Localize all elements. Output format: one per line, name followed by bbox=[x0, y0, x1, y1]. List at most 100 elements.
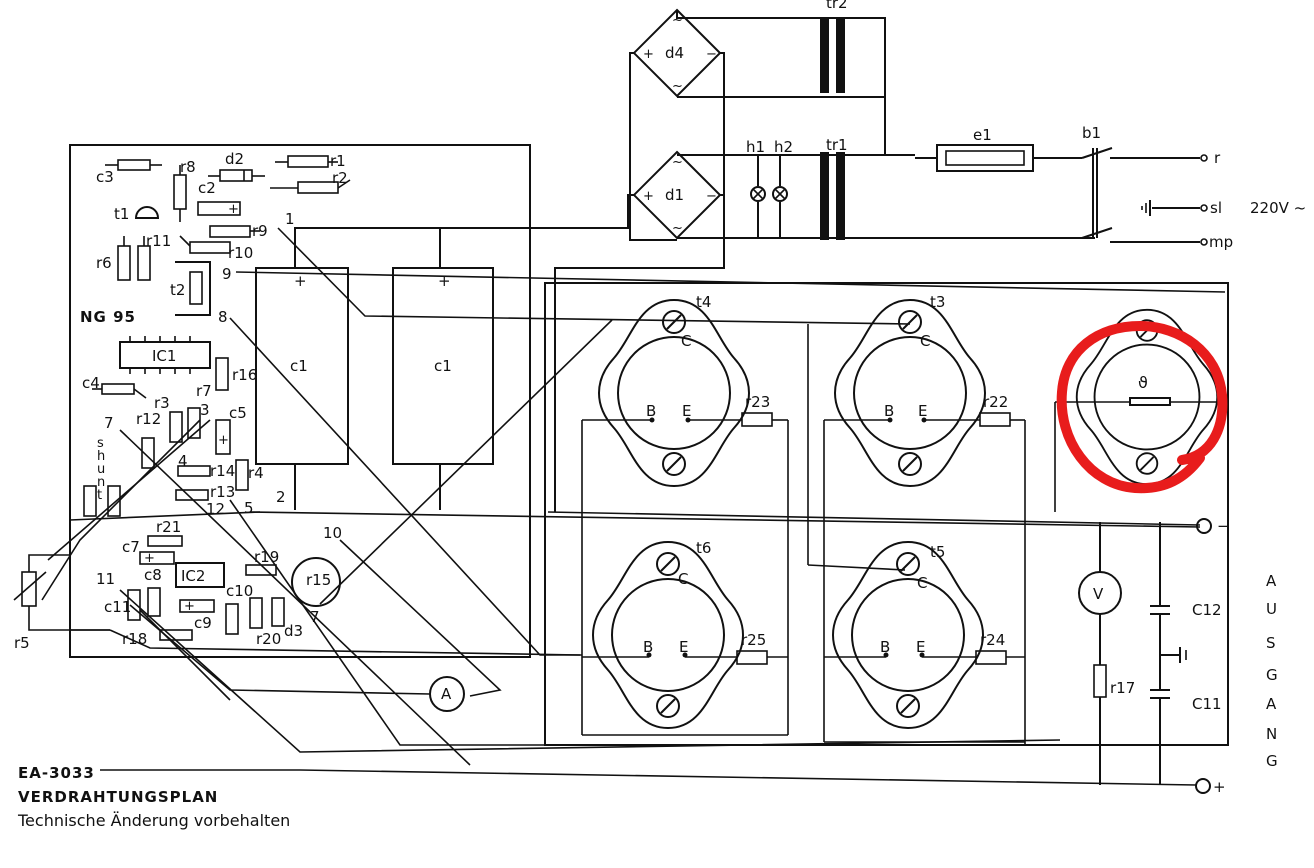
resistor-r24: r24 bbox=[922, 631, 1025, 665]
resistor-r3: r3 bbox=[154, 394, 183, 443]
ammeter: A bbox=[429, 676, 465, 712]
svg-text:C11: C11 bbox=[1192, 695, 1222, 713]
resistor-r25: r25 bbox=[685, 631, 788, 665]
svg-text:r: r bbox=[1214, 149, 1221, 167]
svg-text:t: t bbox=[97, 488, 102, 503]
svg-text:~: ~ bbox=[672, 79, 683, 94]
svg-text:r10: r10 bbox=[228, 244, 253, 262]
change-note: Technische Änderung vorbehalten bbox=[17, 811, 290, 830]
resistor-r16: r16 bbox=[215, 357, 257, 391]
bridge-rectifier-d4: d4 + − ~ ~ bbox=[632, 8, 722, 98]
svg-text:3: 3 bbox=[200, 401, 210, 419]
power-transistor-t5: t5 C B E bbox=[832, 541, 984, 729]
resistor-r2: r2 bbox=[270, 169, 351, 194]
capacitor-c1-left: + c1 bbox=[255, 267, 349, 465]
resistor-r11: r11 bbox=[137, 232, 171, 281]
svg-text:+: + bbox=[144, 551, 155, 566]
svg-text:5: 5 bbox=[244, 499, 254, 517]
resistor-r1: r1 bbox=[275, 152, 346, 170]
capacitor-c11-board: c11 bbox=[104, 589, 141, 621]
svg-text:−: − bbox=[706, 47, 717, 62]
resistor-r6: r6 bbox=[96, 236, 131, 281]
svg-text:s: s bbox=[97, 436, 104, 451]
board-label: NG 95 bbox=[80, 308, 136, 326]
svg-text:sl: sl bbox=[1210, 199, 1222, 217]
svg-text:r12: r12 bbox=[136, 410, 161, 428]
svg-text:−: − bbox=[1217, 517, 1230, 535]
svg-text:ϑ: ϑ bbox=[1138, 373, 1148, 392]
fuse-e1: e1 bbox=[915, 126, 1082, 172]
svg-text:N: N bbox=[1266, 725, 1277, 743]
svg-text:A: A bbox=[441, 685, 452, 703]
svg-text:U: U bbox=[1266, 600, 1277, 618]
svg-text:c7: c7 bbox=[122, 538, 140, 556]
svg-text:C: C bbox=[678, 570, 688, 588]
svg-text:r17: r17 bbox=[1110, 679, 1135, 697]
svg-text:8: 8 bbox=[218, 308, 228, 326]
resistor-r19: r19 bbox=[245, 548, 279, 576]
svg-text:r1: r1 bbox=[330, 152, 346, 170]
capacitor-c12: C12 bbox=[1150, 522, 1222, 690]
svg-text:tr1: tr1 bbox=[826, 136, 848, 154]
svg-text:E: E bbox=[916, 638, 925, 656]
resistor-r20: r20 bbox=[249, 597, 281, 648]
capacitor-c7: + c7 bbox=[122, 538, 175, 566]
diode-d3: d3 bbox=[271, 597, 303, 640]
svg-text:S: S bbox=[1266, 634, 1276, 652]
svg-text:+: + bbox=[294, 272, 307, 290]
highlight-circle bbox=[1056, 320, 1228, 494]
svg-text:u: u bbox=[97, 462, 105, 477]
svg-text:E: E bbox=[679, 638, 688, 656]
svg-text:+: + bbox=[184, 599, 195, 614]
bridge-rectifier-d1: d1 + − ~ ~ bbox=[632, 150, 722, 240]
heatsink-frame bbox=[544, 282, 1229, 746]
svg-text:r2: r2 bbox=[332, 169, 348, 187]
svg-text:c2: c2 bbox=[198, 179, 216, 197]
capacitor-c1-right: + c1 bbox=[392, 267, 494, 465]
svg-text:r19: r19 bbox=[254, 548, 279, 566]
svg-text:−: − bbox=[706, 189, 717, 204]
svg-text:e1: e1 bbox=[973, 126, 992, 144]
svg-text:c1: c1 bbox=[290, 357, 308, 375]
svg-text:t4: t4 bbox=[696, 293, 711, 311]
transistor-t1: t1 bbox=[114, 205, 160, 223]
voltmeter: V bbox=[1078, 571, 1122, 615]
svg-text:c11: c11 bbox=[104, 598, 131, 616]
svg-text:r25: r25 bbox=[741, 631, 766, 649]
svg-text:r9: r9 bbox=[252, 222, 268, 240]
svg-text:t2: t2 bbox=[170, 281, 185, 299]
svg-text:r14: r14 bbox=[210, 462, 235, 480]
svg-text:c9: c9 bbox=[194, 614, 212, 632]
svg-text:c10: c10 bbox=[226, 582, 253, 600]
svg-text:c1: c1 bbox=[434, 357, 452, 375]
resistor-r12: r12 bbox=[136, 410, 161, 469]
svg-text:tr2: tr2 bbox=[826, 0, 848, 12]
svg-text:r24: r24 bbox=[980, 631, 1005, 649]
transistor-r15: r15 bbox=[291, 557, 341, 607]
svg-text:G: G bbox=[1266, 752, 1278, 770]
capacitor-c8: c8 bbox=[144, 566, 162, 617]
svg-text:r21: r21 bbox=[156, 518, 181, 536]
svg-text:IC2: IC2 bbox=[181, 567, 205, 585]
resistor-r14: r14 bbox=[177, 462, 235, 480]
svg-text:r7: r7 bbox=[196, 382, 212, 400]
lamp-h2: h2 bbox=[772, 138, 793, 238]
svg-text:h: h bbox=[97, 449, 105, 464]
svg-text:E: E bbox=[682, 402, 691, 420]
svg-text:r16: r16 bbox=[232, 366, 257, 384]
svg-text:7: 7 bbox=[104, 414, 114, 432]
resistor-r10: r10 bbox=[179, 235, 253, 262]
svg-text:+: + bbox=[643, 47, 654, 62]
svg-text:b1: b1 bbox=[1082, 124, 1101, 142]
transformer-tr1: tr1 bbox=[820, 136, 848, 240]
svg-text:d2: d2 bbox=[225, 150, 244, 168]
svg-text:10: 10 bbox=[323, 524, 342, 542]
resistor-r4: r4 bbox=[235, 459, 264, 491]
svg-text:C: C bbox=[917, 574, 927, 592]
svg-text:V: V bbox=[1093, 585, 1104, 603]
svg-text:c8: c8 bbox=[144, 566, 162, 584]
svg-text:A: A bbox=[1266, 695, 1277, 713]
svg-text:+: + bbox=[218, 433, 229, 448]
